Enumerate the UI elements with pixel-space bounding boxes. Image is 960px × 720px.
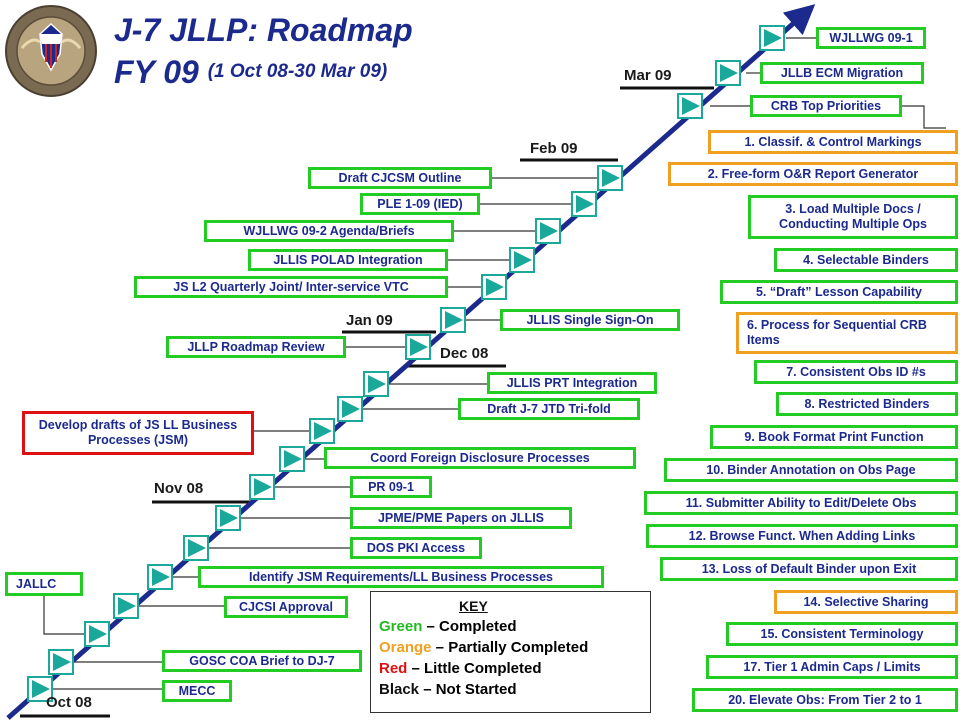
joint-chiefs-seal-icon <box>4 4 98 98</box>
item-jllb-ecm: JLLB ECM Migration <box>760 62 924 84</box>
priority-9: 9. Book Format Print Function <box>710 425 958 449</box>
item-jallc: JALLC <box>5 572 83 596</box>
milestone-arrow-icon <box>410 338 428 356</box>
item-coord-foreign: Coord Foreign Disclosure Processes <box>324 447 636 469</box>
item-jllis-polad: JLLIS POLAD Integration <box>248 249 448 271</box>
item-dos-pki: DOS PKI Access <box>350 537 482 559</box>
priority-11: 11. Submitter Ability to Edit/Delete Obs <box>644 491 958 515</box>
item-draft-cjcsm: Draft CJCSM Outline <box>308 167 492 189</box>
item-mecc: MECC <box>162 680 232 702</box>
key-row-green: Green – Completed <box>379 616 642 637</box>
key-color-black: Black <box>379 681 420 698</box>
item-jpme-papers: JPME/PME Papers on JLLIS <box>350 507 572 529</box>
milestone-arrow-icon <box>602 169 620 187</box>
item-jllp-roadmap-review: JLLP Roadmap Review <box>166 336 346 358</box>
month-feb-09: Feb 09 <box>530 140 578 157</box>
key-row-orange: Orange – Partially Completed <box>379 637 642 658</box>
milestone-arrow-icon <box>32 680 50 698</box>
item-ple-1-09: PLE 1-09 (IED) <box>360 193 480 215</box>
milestone-arrow-icon <box>118 597 136 615</box>
milestone-arrow-icon <box>188 539 206 557</box>
fiscal-year: FY 09 <box>114 54 199 90</box>
key-color-green: Green <box>379 618 423 635</box>
priority-10: 10. Binder Annotation on Obs Page <box>664 458 958 482</box>
priority-7: 7. Consistent Obs ID #s <box>754 360 958 384</box>
priority-15: 15. Consistent Terminology <box>726 622 958 646</box>
item-identify-jsm: Identify JSM Requirements/LL Business Pr… <box>198 566 604 588</box>
item-js-l2-vtc: JS L2 Quarterly Joint/ Inter-service VTC <box>134 276 448 298</box>
key-title: KEY <box>459 598 488 614</box>
milestone-arrow-icon <box>254 478 272 496</box>
page-subtitle: FY 09 (1 Oct 08-30 Mar 09) <box>114 54 387 91</box>
key-row-black: Black – Not Started <box>379 679 642 700</box>
legend-key: KEY Green – Completed Orange – Partially… <box>370 591 651 713</box>
month-dec-08: Dec 08 <box>440 345 489 362</box>
priority-8: 8. Restricted Binders <box>776 392 958 416</box>
priority-5: 5. “Draft” Lesson Capability <box>720 280 958 304</box>
item-crb-top-priorities: CRB Top Priorities <box>750 95 902 117</box>
milestone-arrow-icon <box>514 251 532 269</box>
item-jllis-prt: JLLIS PRT Integration <box>487 372 657 394</box>
milestone-arrow-icon <box>540 222 558 240</box>
item-cjcsi-approval: CJCSI Approval <box>224 596 348 618</box>
month-mar-09: Mar 09 <box>624 67 672 84</box>
milestone-arrow-icon <box>152 568 170 586</box>
milestone-arrow-icon <box>89 625 107 643</box>
milestone-arrow-icon <box>53 653 71 671</box>
priority-14: 14. Selective Sharing <box>774 590 958 614</box>
milestone-arrow-icon <box>682 97 700 115</box>
key-text-little: – Little Completed <box>407 660 542 677</box>
milestone-arrow-icon <box>445 311 463 329</box>
priority-3: 3. Load Multiple Docs / Conducting Multi… <box>748 195 958 239</box>
priority-4: 4. Selectable Binders <box>774 248 958 272</box>
priority-13: 13. Loss of Default Binder upon Exit <box>660 557 958 581</box>
item-wjllwg-09-1: WJLLWG 09-1 <box>816 27 926 49</box>
month-nov-08: Nov 08 <box>154 480 204 497</box>
milestone-arrow-icon <box>284 450 302 468</box>
milestone-arrow-icon <box>720 64 738 82</box>
priority-12: 12. Browse Funct. When Adding Links <box>646 524 958 548</box>
item-draft-j7-jtd: Draft J-7 JTD Tri-fold <box>458 398 640 420</box>
month-oct-08: Oct 08 <box>46 694 92 711</box>
milestone-arrow-icon <box>220 509 238 527</box>
date-range: (1 Oct 08-30 Mar 09) <box>207 61 388 82</box>
milestone-arrow-icon <box>342 400 360 418</box>
milestone-arrow-icon <box>486 278 504 296</box>
key-color-orange: Orange <box>379 639 432 656</box>
item-develop-drafts: Develop drafts of JS LL Business Process… <box>22 411 254 455</box>
key-text-not-started: – Not Started <box>419 681 517 698</box>
milestone-arrow-icon <box>314 422 332 440</box>
milestone-arrow-icon <box>576 195 594 213</box>
priority-6: 6. Process for Sequential CRB Items <box>736 312 958 354</box>
key-text-completed: – Completed <box>422 618 517 635</box>
priority-1: 1. Classif. & Control Markings <box>708 130 958 154</box>
month-jan-09: Jan 09 <box>346 312 393 329</box>
item-pr-09-1: PR 09-1 <box>350 476 432 498</box>
timeline-arrow <box>6 4 816 720</box>
key-color-red: Red <box>379 660 408 677</box>
page-title: J-7 JLLP: Roadmap <box>114 12 413 48</box>
month-underlines <box>20 86 714 718</box>
key-row-red: Red – Little Completed <box>379 658 642 679</box>
item-wjllwg-09-2: WJLLWG 09-2 Agenda/Briefs <box>204 220 454 242</box>
milestone-markers <box>27 25 785 702</box>
key-text-partial: – Partially Completed <box>431 639 589 656</box>
connector-lines <box>40 37 946 690</box>
milestone-arrow-icon <box>764 29 782 47</box>
milestone-arrow-icon <box>368 375 386 393</box>
item-gosc-coa-brief: GOSC COA Brief to DJ-7 <box>162 650 362 672</box>
priority-2: 2. Free-form O&R Report Generator <box>668 162 958 186</box>
priority-20: 20. Elevate Obs: From Tier 2 to 1 <box>692 688 958 712</box>
item-jllis-sso: JLLIS Single Sign-On <box>500 309 680 331</box>
priority-17: 17. Tier 1 Admin Caps / Limits <box>706 655 958 679</box>
